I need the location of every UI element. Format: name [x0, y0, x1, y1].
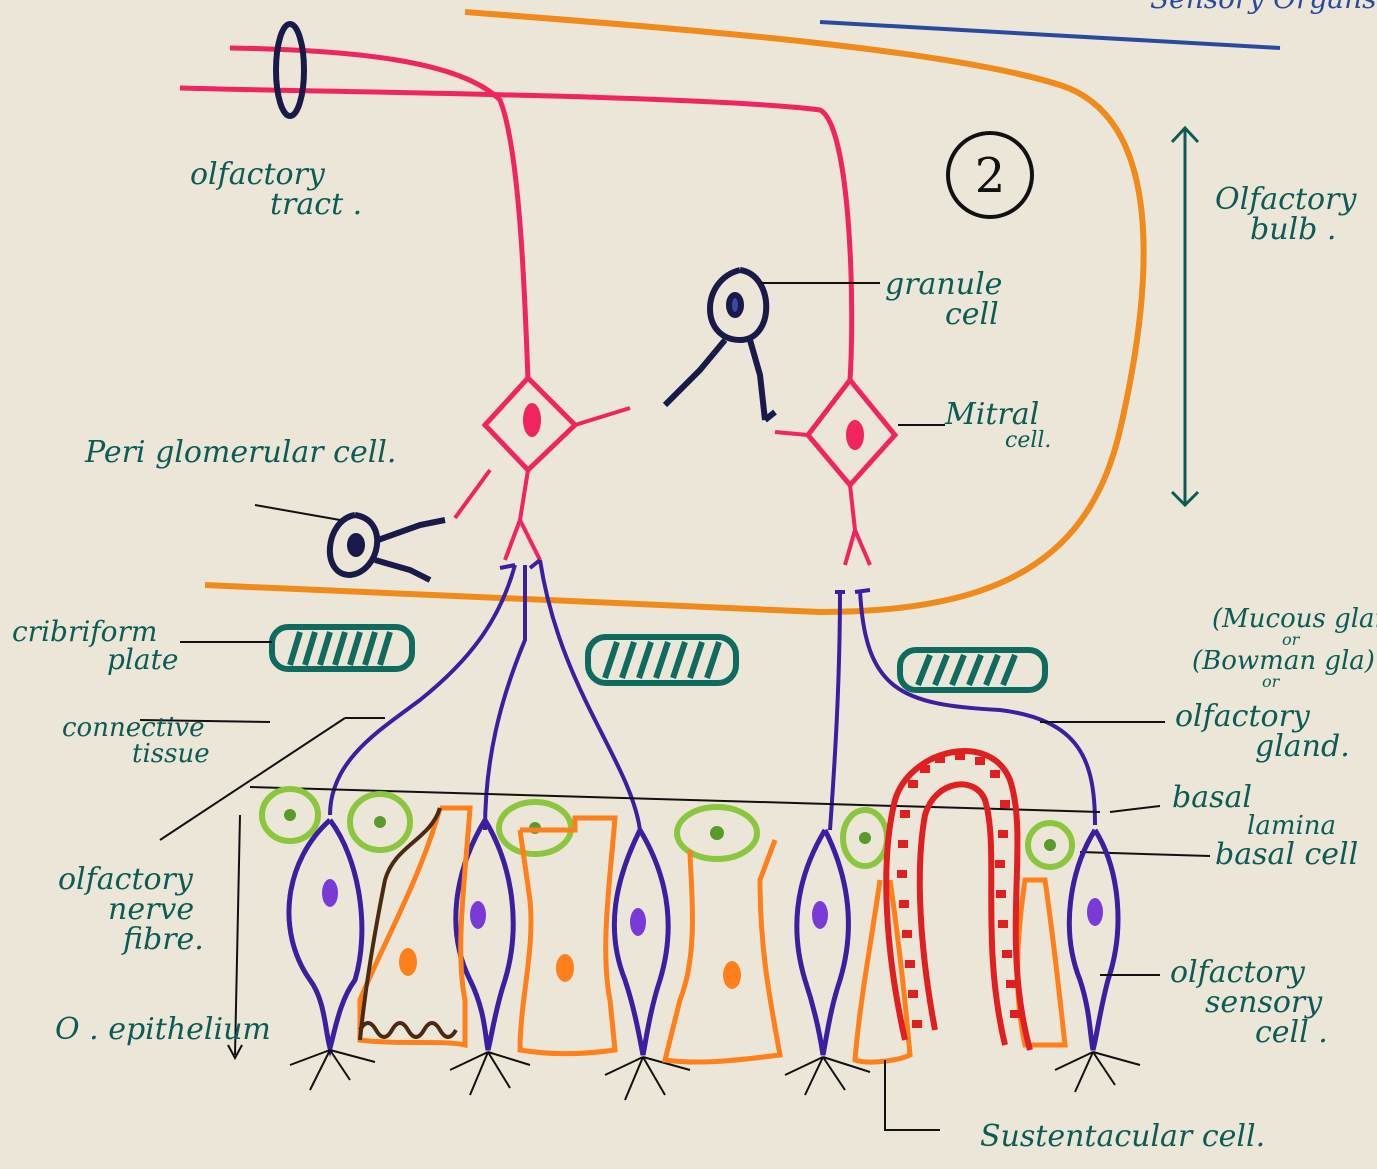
- label-basal-cell: basal cell: [1215, 840, 1358, 870]
- cribriform-plate: [272, 627, 1045, 690]
- label-sensory-line3: cell .: [1255, 1018, 1328, 1048]
- sustentacular-pointer: [885, 1060, 940, 1130]
- label-mucous-line1: (Mucous gland: [1212, 606, 1377, 632]
- sensory-cell-nuclei: [322, 879, 1103, 936]
- mitral-cell-left: [455, 378, 630, 560]
- label-cribriform-plate: cribriform plate: [12, 618, 178, 674]
- basal-cells: [262, 789, 1072, 867]
- label-olfactory-nerve-fibre: olfactory nerve fibre.: [58, 865, 204, 955]
- periglomerular-cell: [330, 515, 445, 580]
- label-mucous-gland-note: (Mucous gland or (Bowman gla) or: [1212, 606, 1377, 690]
- label-mucous-or2: or: [1262, 674, 1377, 690]
- label-olfactory-gland: olfactory gland.: [1175, 702, 1350, 762]
- label-sensory-line2: sensory: [1205, 988, 1328, 1018]
- label-basal-lamina-line2: lamina: [1247, 813, 1336, 839]
- sustentacular-wavy-base: [360, 1023, 456, 1037]
- label-olfactory-tract-line1: olfactory: [190, 160, 362, 190]
- label-connective-line1: connective: [62, 715, 210, 741]
- label-granule-cell: granule cell: [885, 270, 1002, 330]
- sustentacular-cells: [360, 808, 1065, 1062]
- label-cribriform-line2: plate: [107, 646, 178, 674]
- basal-lamina: [250, 787, 1100, 812]
- tract-cross-section: [276, 24, 304, 116]
- header-underline: [820, 22, 1280, 48]
- label-connective-line2: tissue: [132, 741, 210, 767]
- label-mitral-cell: Mitral cell.: [945, 400, 1051, 452]
- label-olfactory-bulb-line2: bulb .: [1250, 215, 1356, 245]
- label-granule-cell-line2: cell: [945, 300, 1002, 330]
- label-basal-lamina-line1: basal: [1172, 783, 1336, 813]
- label-mitral-cell-line1: Mitral: [945, 400, 1051, 430]
- label-granule-cell-line1: granule: [885, 270, 1002, 300]
- label-olfactory-bulb: Olfactory bulb .: [1215, 185, 1356, 245]
- label-olfactory-gland-line2: gland.: [1255, 732, 1350, 762]
- basal-cell-pointer: [1080, 852, 1210, 856]
- label-o-epithelium: O . epithelium: [55, 1015, 271, 1045]
- label-mucous-line2: (Bowman gla): [1192, 648, 1377, 674]
- label-sustentacular-cell: Sustentacular cell.: [980, 1122, 1265, 1152]
- label-periglomerular-cell: Peri glomerular cell.: [85, 438, 396, 468]
- label-olfactory-tract: olfactory tract .: [190, 160, 362, 220]
- label-olfactory-sensory-cell: olfactory sensory cell .: [1170, 958, 1328, 1048]
- label-cribriform-line1: cribriform: [12, 618, 178, 646]
- label-connective-tissue: connective tissue: [62, 715, 210, 767]
- header-title-fragment: Sensory Organs: [1150, 0, 1376, 15]
- figure-number: 2: [975, 148, 1006, 204]
- basal-lamina-pointer: [1110, 806, 1160, 812]
- label-olfactory-tract-line2: tract .: [270, 190, 362, 220]
- label-basal-lamina: basal lamina: [1172, 783, 1336, 839]
- gland-cells: [897, 752, 1020, 1028]
- label-mitral-cell-line2: cell.: [1005, 430, 1051, 452]
- label-sensory-line1: olfactory: [1170, 958, 1328, 988]
- bulb-range-arrow: [1172, 128, 1198, 505]
- granule-cell: [665, 270, 775, 420]
- label-olfactory-gland-line1: olfactory: [1175, 702, 1350, 732]
- label-nerve-fibre-line3: fibre.: [123, 925, 204, 955]
- label-olfactory-bulb-line1: Olfactory: [1215, 185, 1356, 215]
- label-nerve-fibre-line1: olfactory: [58, 865, 204, 895]
- sensory-cilia: [290, 1050, 1140, 1100]
- label-nerve-fibre-line2: nerve: [108, 895, 204, 925]
- periglomerular-pointer: [255, 505, 340, 520]
- mitral-cell-right: [775, 380, 895, 565]
